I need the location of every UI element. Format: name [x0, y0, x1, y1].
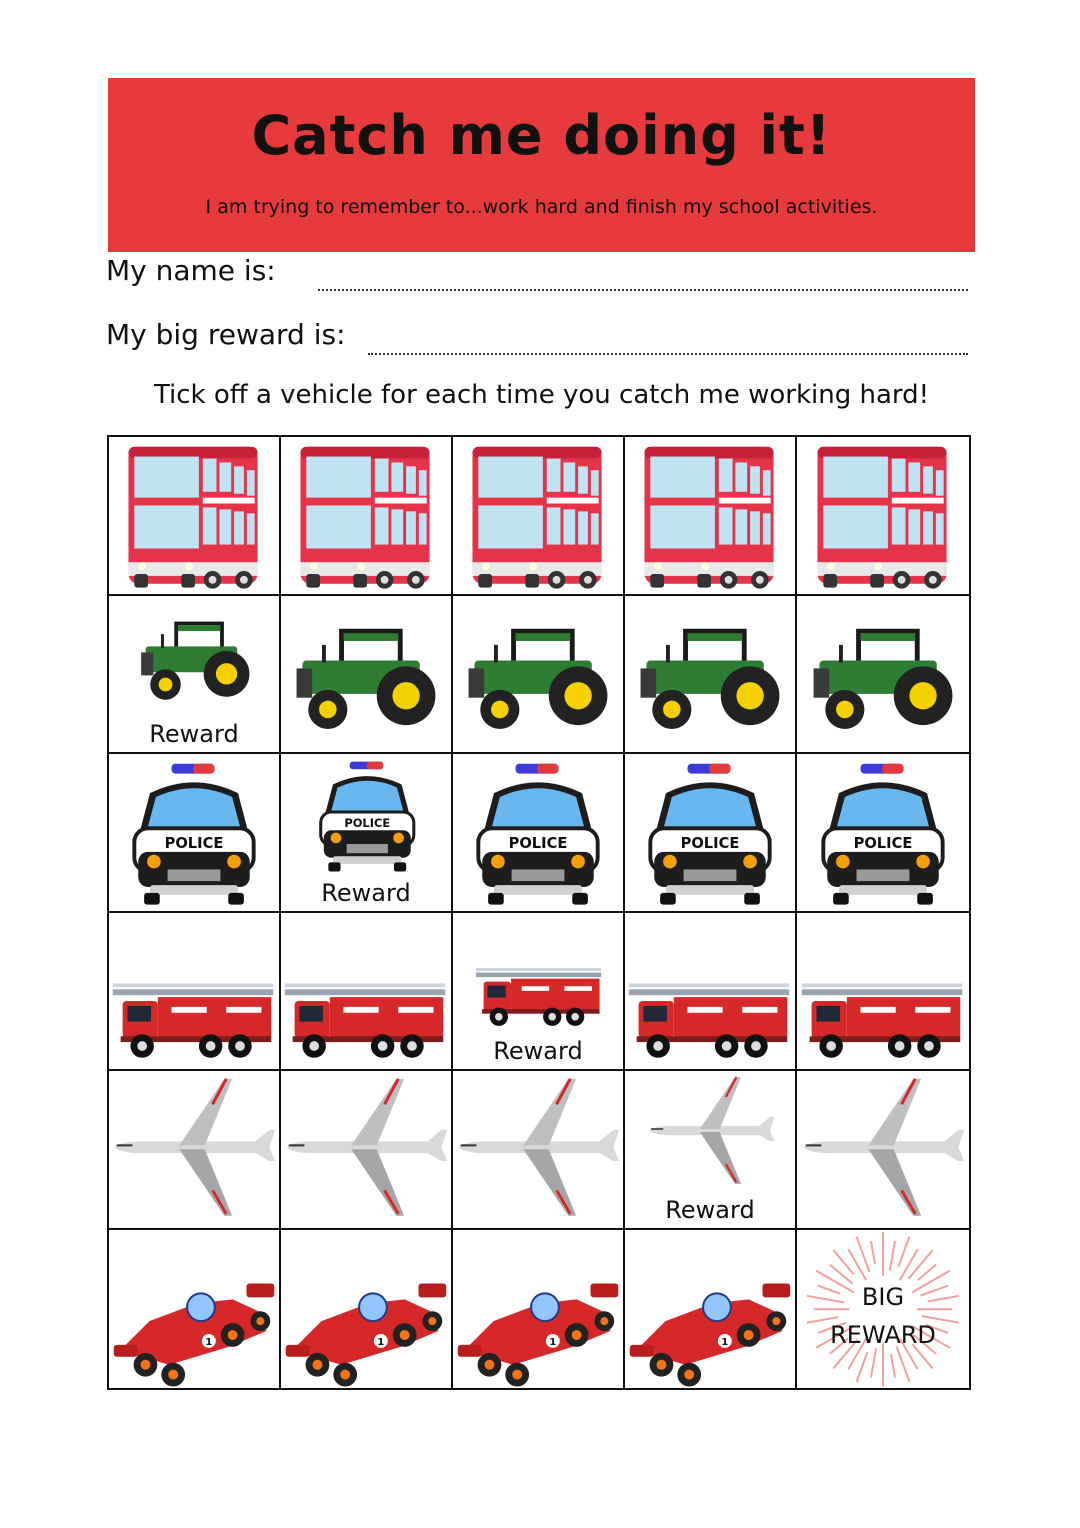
- chart-cell[interactable]: [109, 437, 281, 596]
- bus-icon: [625, 437, 795, 594]
- chart-cell[interactable]: Reward: [625, 1071, 797, 1230]
- police-car-icon: [109, 754, 279, 911]
- tractor-icon: [453, 596, 623, 753]
- tractor-icon: [281, 596, 451, 753]
- airplane-icon: [109, 1071, 279, 1228]
- race-car-icon: [281, 1230, 451, 1389]
- chart-cell[interactable]: Reward: [281, 754, 453, 913]
- chart-cell[interactable]: [797, 754, 969, 913]
- race-car-icon: [109, 1230, 279, 1389]
- big-reward-line2: REWARD: [830, 1320, 936, 1349]
- fire-truck-icon: [109, 913, 279, 1070]
- reward-label: Reward: [665, 1195, 755, 1224]
- fire-truck-icon: [625, 913, 795, 1070]
- bus-icon: [453, 437, 623, 594]
- chart-cell[interactable]: [797, 1071, 969, 1230]
- header-banner: Catch me doing it! I am trying to rememb…: [108, 78, 975, 252]
- race-car-icon: [453, 1230, 623, 1389]
- airplane-icon: [453, 1071, 623, 1228]
- tractor-icon: [625, 596, 795, 753]
- reward-label: My big reward is:: [106, 318, 346, 351]
- chart-cell[interactable]: [281, 595, 453, 754]
- chart-cell[interactable]: [109, 1071, 281, 1230]
- chart-cell[interactable]: Reward: [109, 595, 281, 754]
- big-reward-line1: BIG: [861, 1282, 905, 1311]
- chart-cell[interactable]: [453, 1229, 625, 1389]
- chart-cell[interactable]: [109, 1229, 281, 1389]
- race-car-icon: [625, 1230, 795, 1389]
- chart-cell[interactable]: [625, 754, 797, 913]
- big-reward-label: BIG REWARD: [797, 1278, 969, 1354]
- chart-cell[interactable]: [797, 596, 969, 754]
- page-subtitle: I am trying to remember to...work hard a…: [205, 196, 878, 218]
- chart-cell[interactable]: [453, 1071, 625, 1230]
- reward-field[interactable]: [368, 353, 968, 355]
- reward-label: Reward: [321, 878, 411, 907]
- name-field[interactable]: [318, 289, 968, 291]
- airplane-icon: [281, 1071, 451, 1228]
- chart-cell[interactable]: [109, 912, 281, 1071]
- page-title: Catch me doing it!: [251, 104, 832, 167]
- chart-cell[interactable]: Reward: [453, 912, 625, 1071]
- chart-cell[interactable]: [281, 1071, 453, 1230]
- chart-cell[interactable]: [453, 437, 625, 596]
- big-reward-cell[interactable]: BIG REWARD: [797, 1230, 969, 1389]
- chart-cell[interactable]: [625, 437, 797, 596]
- chart-cell[interactable]: [453, 595, 625, 754]
- police-car-icon: [797, 754, 969, 911]
- bus-icon: [109, 437, 279, 594]
- airplane-icon: [797, 1071, 969, 1228]
- police-car-icon: [453, 754, 623, 911]
- bus-icon: [797, 437, 969, 594]
- reward-label: Reward: [493, 1037, 583, 1065]
- police-car-icon: [625, 754, 795, 911]
- chart-cell[interactable]: [281, 912, 453, 1071]
- chart-cell[interactable]: [453, 754, 625, 913]
- chart-cell[interactable]: [281, 437, 453, 596]
- fire-truck-icon: [281, 913, 451, 1070]
- reward-label: Reward: [149, 720, 239, 748]
- tractor-icon: [797, 596, 969, 753]
- chart-cell[interactable]: [625, 595, 797, 754]
- chart-cell[interactable]: [797, 913, 969, 1071]
- chart-cell[interactable]: [109, 754, 281, 913]
- chart-cell[interactable]: [625, 912, 797, 1071]
- chart-cell[interactable]: [281, 1229, 453, 1389]
- instruction-text: Tick off a vehicle for each time you cat…: [153, 380, 930, 410]
- chart-cell[interactable]: [797, 437, 969, 596]
- fire-truck-icon: [797, 913, 969, 1070]
- bus-icon: [281, 437, 451, 594]
- chart-cell[interactable]: [625, 1229, 797, 1389]
- name-label: My name is:: [106, 254, 276, 287]
